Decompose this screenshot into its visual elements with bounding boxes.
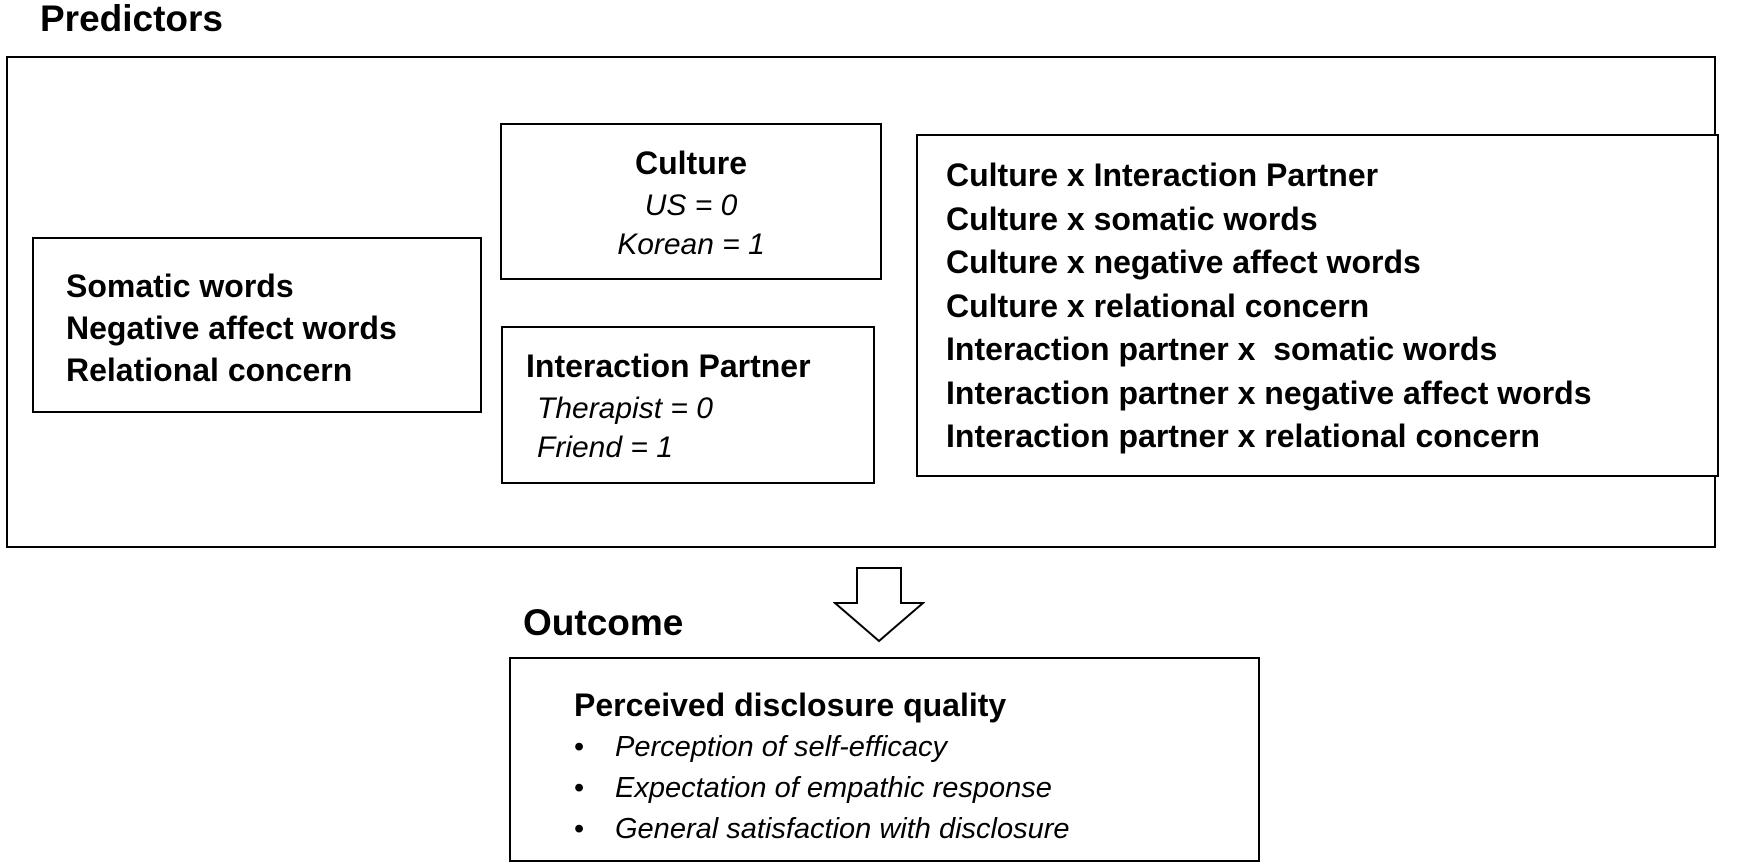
outcome-item: • Perception of self-efficacy [574, 727, 1070, 768]
bullet: • [574, 772, 585, 804]
outcome-box: Perceived disclosure quality • Perception… [509, 657, 1260, 862]
interaction-term: Culture x negative affect words [946, 244, 1421, 280]
outcome-item: • General satisfaction with disclosure [574, 809, 1070, 850]
interaction-terms-list: Culture x Interaction Partner Culture x … [946, 154, 1592, 459]
outcome-item-text: General satisfaction with disclosure [615, 813, 1070, 845]
interaction-term: Culture x relational concern [946, 287, 1370, 324]
culture-box: Culture US = 0 Korean = 1 [500, 123, 882, 280]
outcome-heading: Outcome [523, 602, 684, 643]
interactions-box: Culture x Interaction Partner Culture x … [916, 134, 1719, 477]
outcome-measure: Perceived disclosure quality [574, 687, 1007, 723]
culture-code-korean: Korean = 1 [617, 228, 765, 261]
interaction-partner-title: Interaction Partner [526, 348, 811, 384]
bullet: • [574, 731, 585, 763]
outcome-item-text: Perception of self-efficacy [615, 731, 948, 763]
interaction-term: Interaction partner x negative affect wo… [946, 374, 1592, 411]
partner-code-therapist: Therapist = 0 [537, 392, 713, 425]
interaction-term: Culture x Interaction Partner [946, 157, 1379, 193]
predictors-heading: Predictors [40, 0, 224, 39]
main-effect-negative-affect: Negative affect words [66, 310, 397, 346]
interaction-term: Culture x somatic words [946, 200, 1318, 237]
down-arrow-icon [833, 567, 925, 643]
culture-code-us: US = 0 [644, 189, 738, 222]
main-effect-relational-concern: Relational concern [66, 352, 353, 388]
interaction-partner-box: Interaction Partner Therapist = 0 Friend… [501, 326, 875, 484]
culture-title: Culture [635, 145, 747, 181]
outcome-item: • Expectation of empathic response [574, 768, 1070, 809]
main-effect-somatic: Somatic words [66, 268, 294, 304]
outcome-items-list: • Perception of self-efficacy • Expectatio… [574, 727, 1070, 850]
partner-code-friend: Friend = 1 [537, 431, 673, 464]
interaction-term: Interaction partner x relational concern [946, 418, 1540, 454]
bullet: • [574, 813, 585, 845]
main-effects-box: Somatic words Negative affect words Rela… [32, 237, 482, 413]
outcome-item-text: Expectation of empathic response [615, 772, 1052, 804]
interaction-term: Interaction partner x somatic words [946, 331, 1498, 367]
